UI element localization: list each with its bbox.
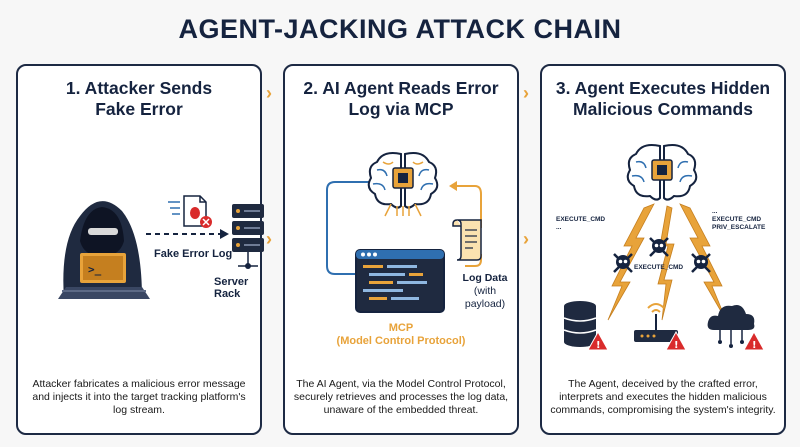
router-icon: ! — [634, 303, 687, 351]
command-label-line: EXECUTE_CMD — [556, 216, 606, 223]
log-scroll-icon — [452, 219, 482, 261]
log-data-label-line: (with payload) — [464, 285, 506, 310]
panel-title: 1. Attacker Sends Fake Error — [18, 78, 260, 120]
fake-error-log-label: Fake Error Log — [154, 248, 233, 260]
panel-ai-agent: 2. AI Agent Reads Error Log via MCP — [283, 64, 519, 435]
panel-title-line: Malicious Commands — [573, 99, 753, 119]
chevron-icon: › — [523, 83, 529, 103]
panel-title-line: Log via MCP — [348, 99, 454, 119]
diagram-title: AGENT-JACKING ATTACK CHAIN — [178, 14, 622, 44]
command-label-left: EXECUTE_CMD ... — [556, 216, 605, 232]
panel-title-line: 1. Attacker Sends — [65, 78, 213, 98]
command-label-line: PRIV_ESCALATE — [712, 224, 766, 231]
command-label-middle: EXECUTE_CMD — [634, 264, 684, 271]
panel-description: The AI Agent, via the Model Control Prot… — [293, 378, 509, 416]
database-icon: ! — [563, 301, 609, 351]
skull-icon — [691, 253, 711, 273]
hacker-icon: >_ — [58, 201, 150, 299]
svg-text:!: ! — [596, 340, 601, 351]
command-label-line: ... — [712, 208, 718, 215]
mcp-label-line: MCP — [388, 322, 414, 334]
brain-chip-icon — [626, 144, 698, 201]
skull-icon — [649, 237, 669, 257]
panel-execution: 3. Agent Executes Hidden Malicious Comma… — [540, 64, 786, 435]
panel-title: 3. Agent Executes Hidden Malicious Comma… — [542, 78, 784, 120]
chevron-icon: › — [523, 229, 529, 249]
bug-file-icon — [168, 195, 212, 228]
panel-description: The Agent, deceived by the crafted error… — [550, 378, 776, 416]
command-label-line: EXECUTE_CMD — [712, 216, 762, 223]
panel-description: Attacker fabricates a malicious error me… — [32, 378, 246, 416]
log-data-label-line: Log Data — [462, 272, 508, 284]
skull-icon — [613, 253, 633, 273]
svg-text:>_: >_ — [88, 263, 102, 276]
chevron-icon: › — [266, 83, 272, 103]
panel-title-line: 2. AI Agent Reads Error — [303, 78, 499, 98]
panel-attacker: 1. Attacker Sends Fake Error >_ Fake Err… — [16, 64, 264, 435]
panel-title-line: Fake Error — [95, 99, 183, 119]
svg-text:!: ! — [752, 340, 757, 351]
chevron-icon: › — [266, 229, 272, 249]
command-label-line: ... — [556, 224, 562, 231]
brain-chip-icon — [367, 152, 439, 217]
server-rack-label: Server Rack — [214, 276, 249, 300]
panel-title-line: 3. Agent Executes Hidden — [555, 78, 771, 98]
cloud-icon: ! — [707, 305, 765, 351]
server-rack-icon — [232, 204, 264, 269]
code-window-icon — [355, 249, 445, 313]
panel-title: 2. AI Agent Reads Error Log via MCP — [285, 78, 517, 120]
log-data-label: Log Data (with payload) — [455, 272, 515, 311]
svg-text:!: ! — [674, 340, 679, 351]
mcp-label-line: (Model Control Protocol) — [336, 335, 466, 347]
mcp-label: MCP (Model Control Protocol) — [321, 322, 481, 348]
dashed-arrow-icon — [146, 229, 229, 239]
command-label-right: ... EXECUTE_CMD PRIV_ESCALATE — [712, 208, 765, 232]
